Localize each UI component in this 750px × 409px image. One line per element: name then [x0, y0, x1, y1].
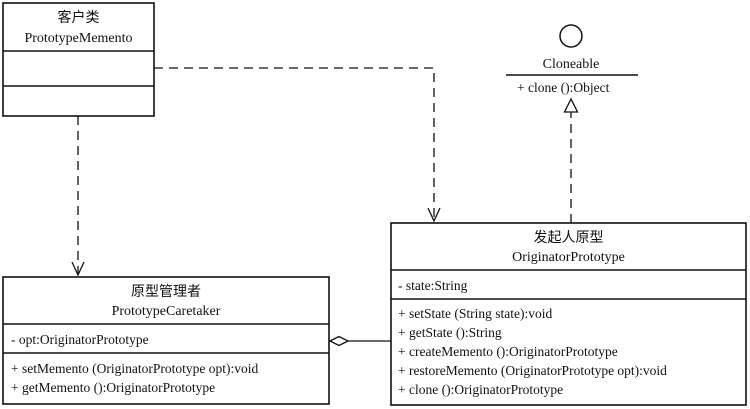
hollow-diamond-icon	[328, 335, 350, 347]
originator-attribute: - state:String	[398, 278, 468, 293]
client-class[interactable]: 客户类 PrototypeMemento	[2, 2, 155, 117]
caretaker-method: + getMemento ():OriginatorPrototype	[11, 380, 215, 395]
originator-method: + clone ():OriginatorPrototype	[398, 382, 563, 397]
aggregation-caretaker-originator	[328, 335, 391, 347]
caretaker-class-box	[2, 276, 330, 405]
originator-class-title-cn: 发起人原型	[534, 230, 604, 246]
originator-method: + restoreMemento (OriginatorPrototype op…	[398, 363, 667, 378]
interface-circle-icon	[559, 24, 583, 48]
caretaker-class[interactable]: 原型管理者 PrototypeCaretaker - opt:Originato…	[2, 276, 330, 405]
dependency-client-to-caretaker	[71, 116, 85, 277]
caretaker-class-title-en: PrototypeCaretaker	[112, 304, 221, 319]
cloneable-interface[interactable]: Cloneable + clone ():Object	[506, 24, 638, 95]
realization-originator-to-cloneable	[563, 97, 579, 223]
hollow-triangle-icon	[563, 97, 579, 113]
originator-method: + createMemento ():OriginatorPrototype	[398, 344, 618, 359]
dependency-client-to-originator	[154, 67, 441, 223]
caretaker-attribute: - opt:OriginatorPrototype	[11, 332, 149, 347]
client-class-title-en: PrototypeMemento	[24, 31, 132, 46]
originator-method: + setState (String state):void	[398, 306, 552, 321]
caretaker-method: + setMemento (OriginatorPrototype opt):v…	[11, 361, 258, 376]
originator-method: + getState ():String	[398, 325, 502, 340]
originator-class-box	[390, 222, 747, 406]
interface-method: + clone ():Object	[517, 80, 610, 95]
open-arrow-icon	[427, 207, 441, 223]
dependency-line	[154, 67, 435, 221]
interface-name: Cloneable	[543, 57, 600, 72]
client-class-box	[2, 2, 155, 117]
caretaker-class-title-cn: 原型管理者	[131, 284, 201, 300]
client-class-title-cn: 客户类	[58, 9, 100, 26]
originator-class-title-en: OriginatorPrototype	[512, 250, 625, 265]
originator-class[interactable]: 发起人原型 OriginatorPrototype - state:String…	[390, 222, 747, 406]
open-arrow-icon	[71, 261, 85, 277]
